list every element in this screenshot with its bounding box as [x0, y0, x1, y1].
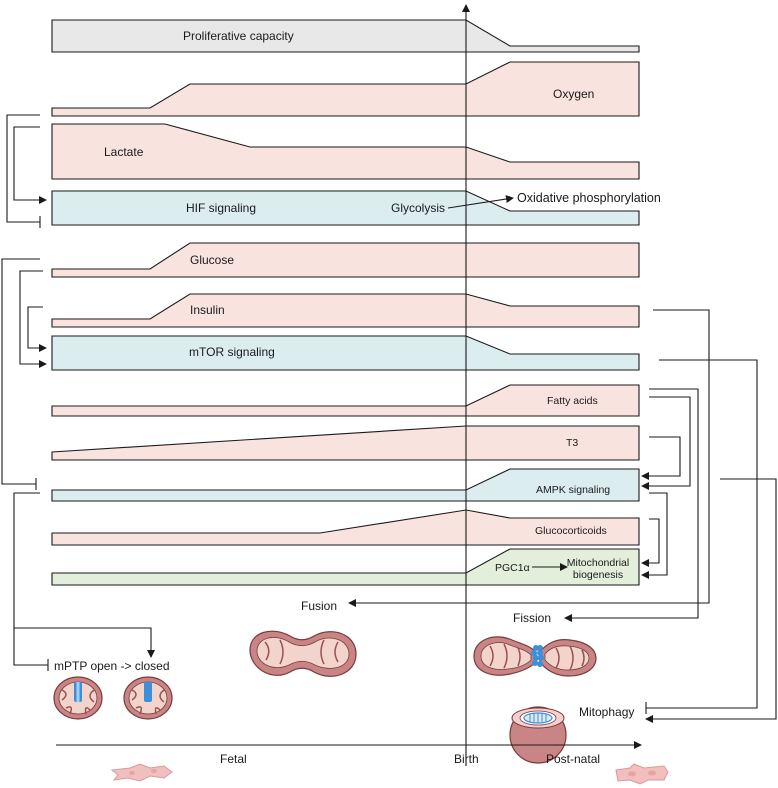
mitophagy-label: Mitophagy	[579, 705, 634, 719]
lactate-activates-hif-connector	[13, 126, 47, 204]
mptp-label: mPTP open -> closed	[54, 659, 170, 673]
ampk-to-biogenesis-connector	[641, 492, 668, 579]
band-mitochondrial-biogenesis: PGC1α Mitochondrial biogenesis	[51, 548, 640, 586]
postnatal-label: Post-natal	[546, 752, 600, 766]
insulin-activates-mtor-connector	[27, 306, 47, 352]
glucose-label: Glucose	[190, 253, 234, 267]
mitophagy-autophagosome-icon	[509, 706, 567, 764]
band-glucose: Glucose	[51, 242, 640, 278]
mitochondrial-biogenesis-label-line1: Mitochondrial	[567, 557, 629, 569]
fusion-mitochondrion-icon	[249, 630, 357, 677]
fatty-acids-label: Fatty acids	[547, 395, 598, 407]
band-mtor-signaling: mTOR signaling	[51, 335, 640, 371]
band-ampk-signaling: AMPK signaling	[51, 468, 640, 502]
glucose-inhibits-ampk-connector	[1, 258, 40, 485]
oxygen-inhibits-hif-connector	[6, 114, 40, 223]
fetal-label: Fetal	[220, 752, 247, 766]
ampk-to-mptp-connector	[13, 492, 48, 666]
band-lactate: Lactate	[51, 123, 640, 180]
ampk-to-mptp-arrow	[14, 627, 155, 658]
glucose-activates-mtor-connector	[19, 270, 47, 368]
glucocorticoids-to-biogenesis-connector	[641, 518, 660, 567]
t3-to-ampk-connector	[641, 436, 681, 480]
band-fatty-acids: Fatty acids	[51, 384, 640, 417]
ampk-signaling-label: AMPK signaling	[536, 484, 610, 496]
band-hif-signaling: HIF signaling Glycolysis Oxidative phosp…	[51, 190, 661, 226]
fission-mitochondria-icon	[473, 636, 597, 677]
glycolysis-label: Glycolysis	[391, 201, 445, 215]
band-proliferative-capacity: Proliferative capacity	[51, 19, 640, 53]
proliferative-capacity-label: Proliferative capacity	[183, 29, 294, 43]
glycolysis-to-oxphos-arrow	[447, 195, 514, 209]
mtor-signaling-label: mTOR signaling	[189, 345, 275, 359]
fetal-cardiomyocyte-icon	[110, 763, 173, 782]
band-glucocorticoids: Glucocorticoids	[51, 509, 640, 546]
lactate-label: Lactate	[104, 145, 144, 159]
band-oxygen: Oxygen	[51, 61, 640, 117]
insulin-label: Insulin	[190, 303, 225, 317]
insulin-to-fusion-connector	[348, 309, 710, 607]
glucocorticoids-label: Glucocorticoids	[535, 525, 607, 537]
band-insulin: Insulin	[51, 293, 640, 328]
t3-label: T3	[566, 437, 578, 449]
mtor-inhibits-mitophagy-connector	[646, 359, 758, 709]
mitochondrial-biogenesis-label-line2: biogenesis	[573, 569, 623, 581]
fatty-acids-to-ampk-connector	[641, 396, 691, 490]
fusion-label: Fusion	[301, 599, 337, 613]
mptp-closed-mitochondrion-icon	[123, 676, 173, 720]
band-t3: T3	[51, 425, 640, 461]
birth-label: Birth	[454, 752, 479, 766]
hif-signaling-label: HIF signaling	[186, 201, 256, 215]
left-connectors	[1, 114, 155, 671]
ampk-to-mitophagy-connector	[645, 478, 777, 723]
pgc1a-label: PGC1α	[495, 562, 530, 574]
postnatal-cardiomyocyte-icon	[615, 763, 669, 785]
oxidative-phosphorylation-label: Oxidative phosphorylation	[517, 191, 661, 205]
mptp-open-mitochondrion-icon	[53, 676, 103, 720]
right-connectors	[348, 309, 777, 723]
oxygen-label: Oxygen	[553, 87, 594, 101]
fission-label: Fission	[513, 611, 551, 625]
fatty-acids-to-fission-connector	[564, 388, 699, 622]
